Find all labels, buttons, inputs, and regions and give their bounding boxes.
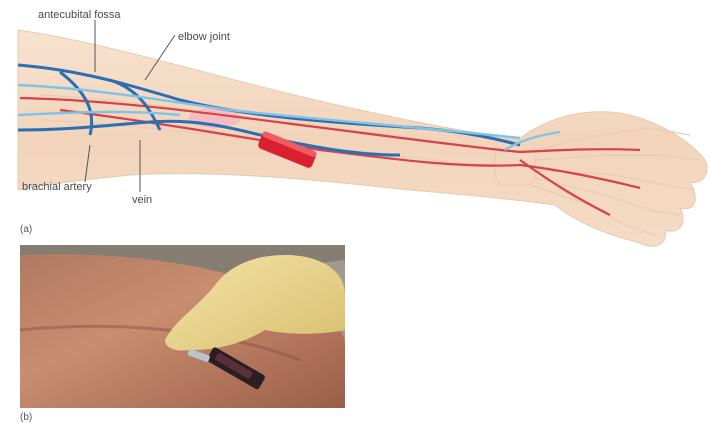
arm-skin	[18, 30, 707, 246]
arm-diagram: antecubital fossa elbow joint brachial a…	[18, 9, 707, 246]
label-elbow-joint: elbow joint	[178, 31, 230, 43]
label-vein: vein	[132, 194, 152, 206]
label-brachial-artery: brachial artery	[22, 181, 92, 193]
label-antecubital-fossa: antecubital fossa	[38, 9, 121, 21]
venipuncture-photo: (b)	[20, 245, 345, 423]
panel-label-a: (a)	[20, 224, 32, 235]
panel-label-b: (b)	[20, 412, 32, 423]
